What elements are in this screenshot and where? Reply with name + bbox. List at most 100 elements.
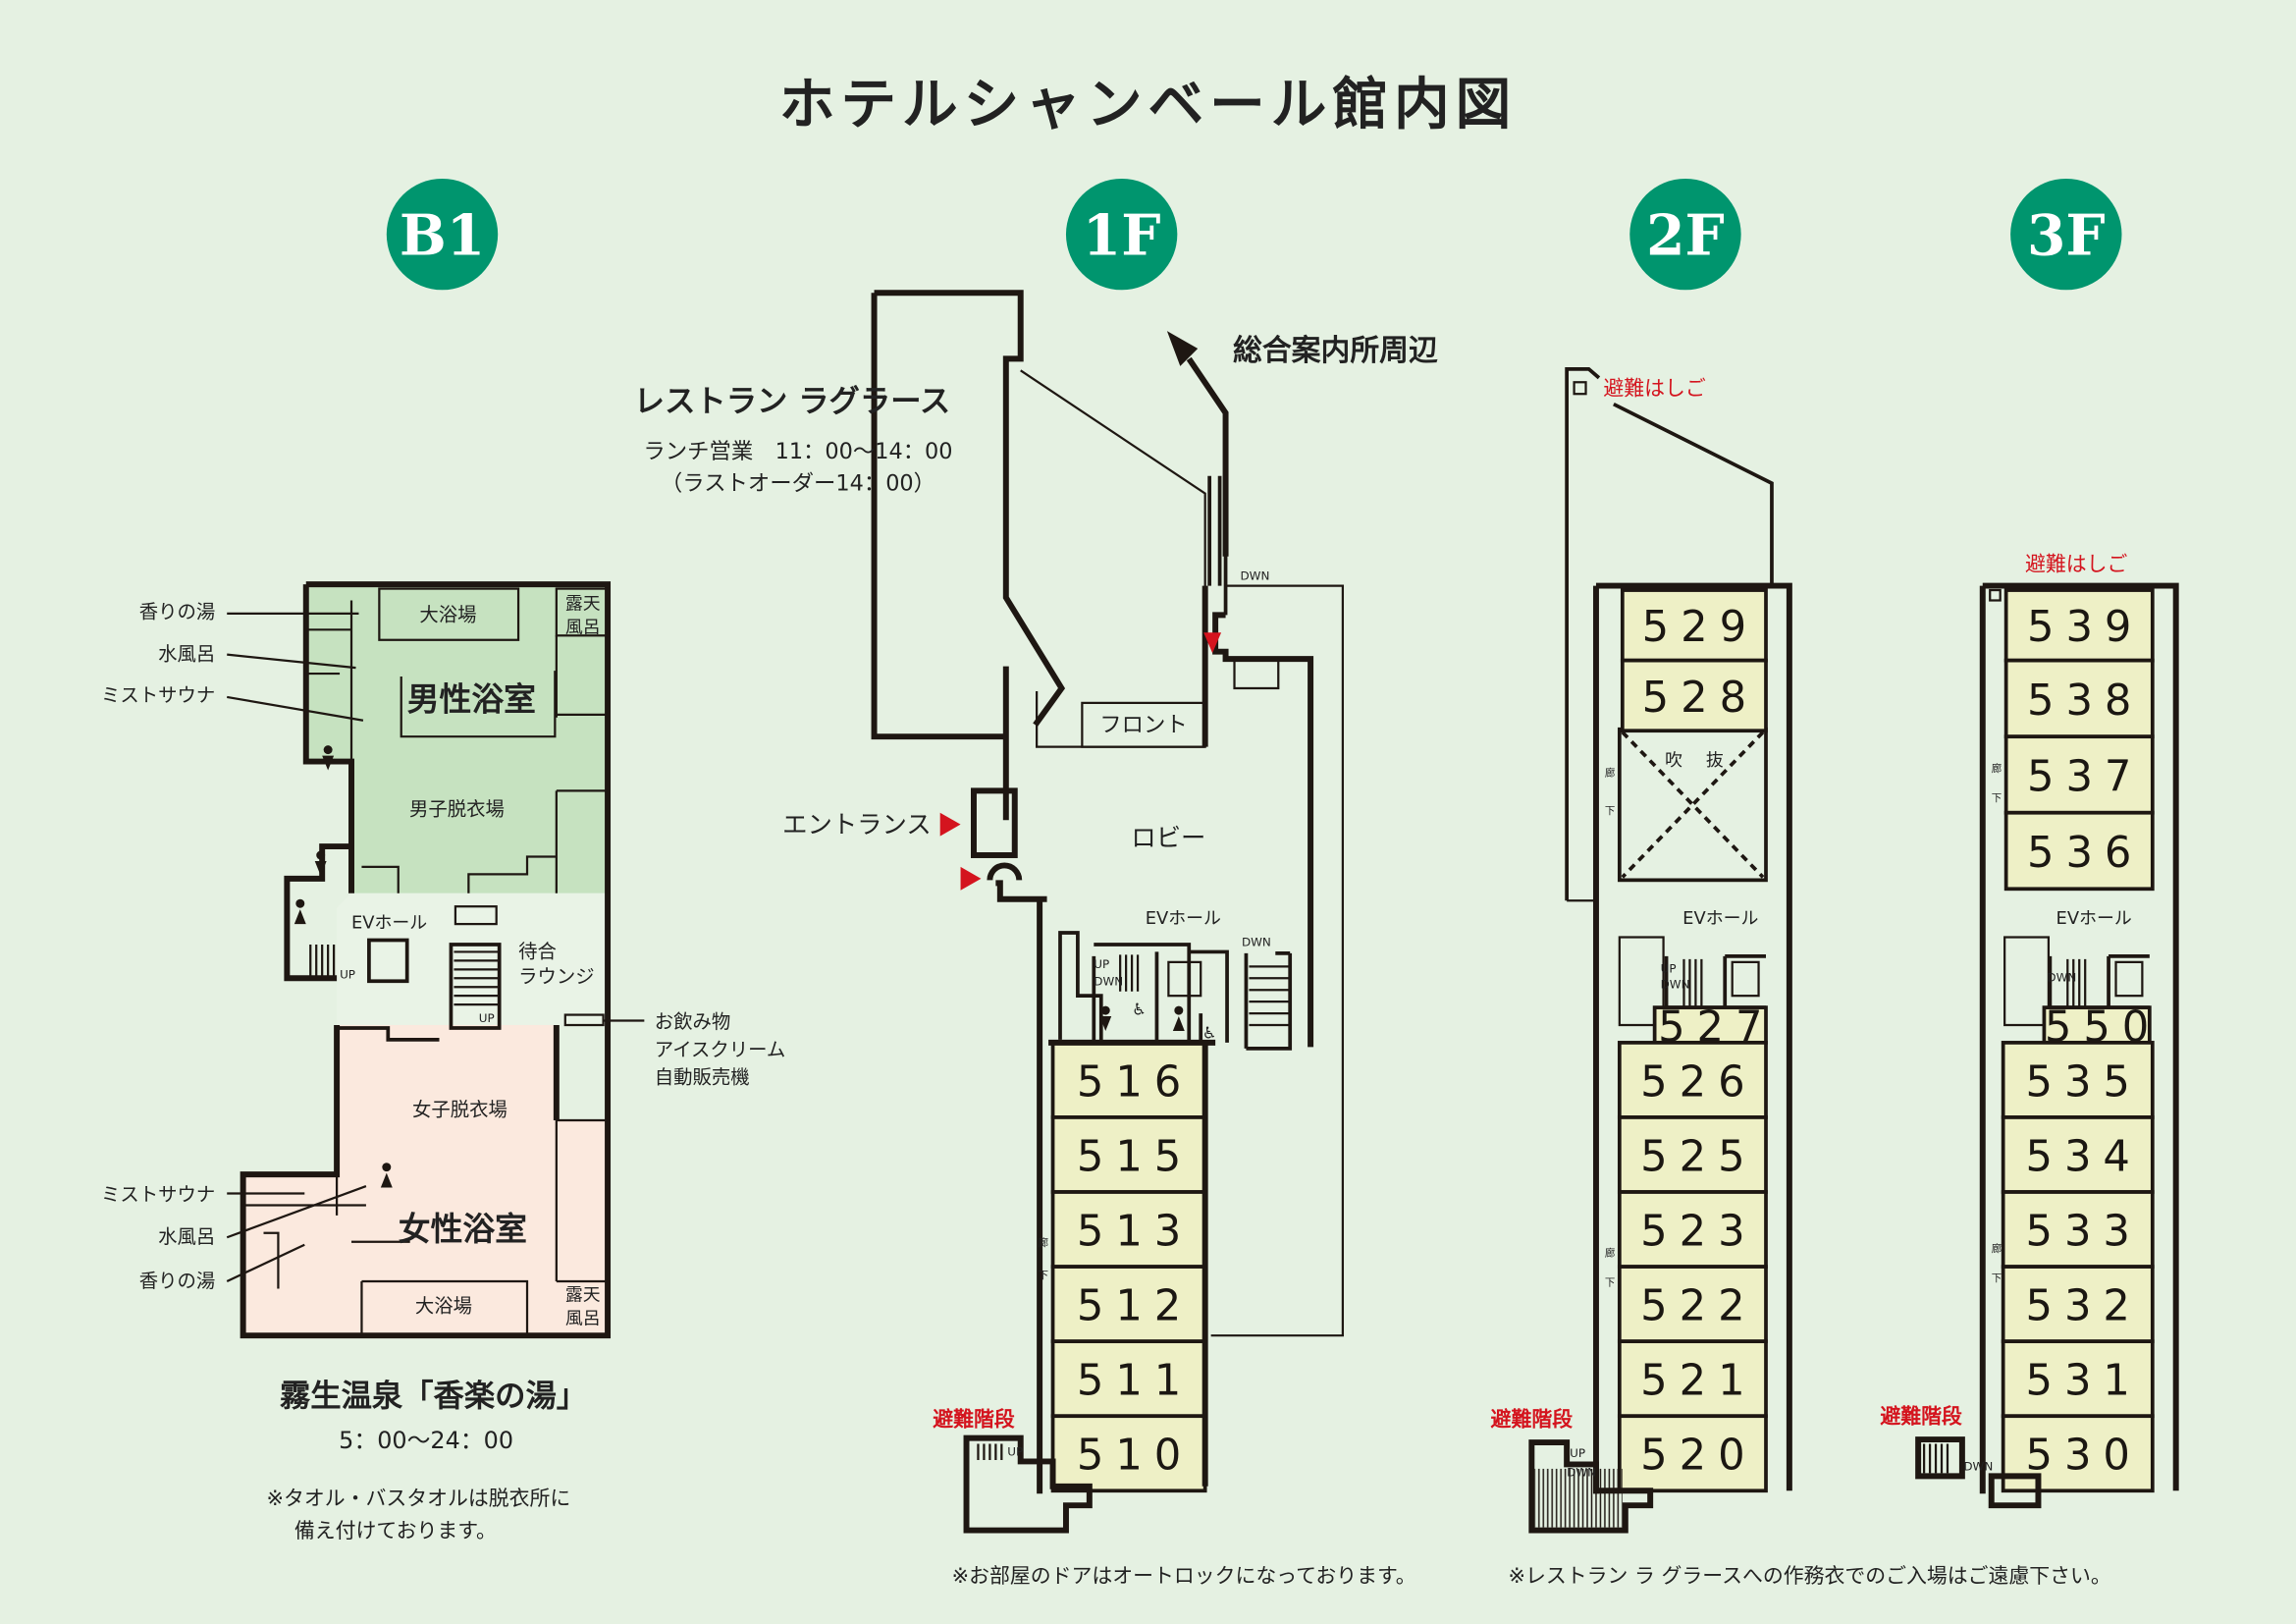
guest-room[interactable]: 523 <box>1617 1190 1768 1269</box>
room-number: 534 <box>2026 1132 2142 1181</box>
room-box <box>1617 1041 1768 1119</box>
entrance-arrow-icon <box>939 812 961 837</box>
guest-room[interactable]: 516 <box>1050 1041 1207 1119</box>
evacuation-stairs-label: 避難階段 <box>933 1408 1015 1432</box>
guest-room[interactable]: 512 <box>1050 1265 1207 1344</box>
room-box <box>1050 1115 1207 1194</box>
stairs-down-label: DWN <box>1963 1459 1993 1473</box>
female-changing-room-label: 女子脱衣場 <box>412 1098 507 1120</box>
guest-room[interactable]: 532 <box>2001 1265 2155 1344</box>
room-box <box>1617 1414 1768 1493</box>
female-bath-area[interactable] <box>242 1025 609 1336</box>
guest-room[interactable]: 534 <box>2001 1115 2155 1194</box>
stairs-up-label: UP <box>1570 1446 1585 1460</box>
room-number: 522 <box>1640 1282 1756 1331</box>
male-large-bath-label: 大浴場 <box>419 603 476 625</box>
guest-room[interactable]: 539 <box>2003 588 2155 663</box>
corridor-label: 廊 <box>1605 1247 1615 1260</box>
guest-room[interactable]: 526 <box>1617 1041 1768 1119</box>
male-outdoor-bath-label: 風呂 <box>565 617 601 637</box>
floor-b1-plan: 大浴場 露天 風呂 男性浴室 男子脱衣場 UP UP EVホール 待合 ラウンジ… <box>101 581 786 1543</box>
guest-room[interactable]: 538 <box>2003 658 2155 739</box>
male-bath-area[interactable] <box>305 584 609 893</box>
floor-1f-plan: フロント レストラン ラグラース ランチ営業 11：00〜14：00 （ラストオ… <box>634 290 1438 1534</box>
badge-3f[interactable]: 3F <box>2010 178 2122 291</box>
room-number: 523 <box>1640 1207 1756 1256</box>
towel-note: ※タオル・バスタオルは脱衣所に <box>266 1487 570 1510</box>
guest-room[interactable]: 531 <box>2001 1339 2155 1419</box>
guest-room[interactable]: 536 <box>2003 810 2155 892</box>
ev-hall-label: EVホール <box>351 913 427 934</box>
restaurant-last-order: （ラストオーダー14：00） <box>661 471 935 497</box>
vending-label: アイスクリーム <box>655 1038 786 1060</box>
guest-room[interactable]: 521 <box>1617 1339 1768 1419</box>
room-box <box>1652 1005 1768 1045</box>
guest-room[interactable]: 530 <box>2001 1414 2155 1493</box>
footer-note-autolock: ※お部屋のドアはオートロックになっております。 <box>952 1564 1416 1588</box>
side-label-aroma-bath: 香りの湯 <box>139 1270 216 1292</box>
room-number: 515 <box>1077 1132 1193 1181</box>
corridor-label: 下 <box>1992 1272 2002 1284</box>
room-box <box>2001 1115 2155 1194</box>
stairs-up-label: UP <box>1094 957 1109 971</box>
badge-label: 2F <box>1646 204 1725 269</box>
badge-circle <box>1629 178 1741 291</box>
room-number: 531 <box>2026 1357 2142 1406</box>
room-number: 536 <box>2027 829 2143 878</box>
ev-hall-area[interactable] <box>337 893 609 1026</box>
info-center-direction-label[interactable]: 総合案内所周辺 <box>1233 334 1438 368</box>
atrium-label: 抜 <box>1706 750 1724 771</box>
female-large-bath-label: 大浴場 <box>415 1294 472 1317</box>
room-box <box>2003 734 2155 815</box>
badge-circle <box>386 178 499 291</box>
room-number: 530 <box>2026 1432 2142 1481</box>
side-label-cold-bath: 水風呂 <box>158 1225 215 1248</box>
guest-room[interactable]: 522 <box>1617 1265 1768 1344</box>
room-number: 512 <box>1077 1282 1193 1331</box>
room-box <box>2001 1265 2155 1344</box>
room-number: 511 <box>1077 1357 1193 1406</box>
guest-room[interactable]: 537 <box>2003 734 2155 815</box>
guest-room[interactable]: 529 <box>1620 588 1768 663</box>
guest-room[interactable]: 510 <box>1050 1414 1207 1493</box>
evacuation-stairs-label: 避難階段 <box>1491 1408 1574 1432</box>
room-box <box>2003 810 2155 892</box>
ev-hall-label: EVホール <box>1146 908 1221 929</box>
female-bath-label: 女性浴室 <box>399 1211 527 1248</box>
stairs-down-label: DWN <box>1661 978 1690 992</box>
guest-room[interactable]: 520 <box>1617 1414 1768 1493</box>
badge-circle <box>2010 178 2122 291</box>
guest-room[interactable]: 513 <box>1050 1190 1207 1269</box>
guest-room[interactable]: 533 <box>2001 1190 2155 1269</box>
guest-room[interactable]: 525 <box>1617 1115 1768 1194</box>
guest-room[interactable]: 515 <box>1050 1115 1207 1194</box>
stairs-down-label: DWN <box>2047 970 2076 984</box>
male-outdoor-bath-label: 露天 <box>565 593 601 614</box>
guest-room[interactable]: 528 <box>1620 658 1768 733</box>
guest-room[interactable]: 535 <box>2001 1041 2155 1119</box>
restaurant-lunch-hours: ランチ営業 11：00〜14：00 <box>643 439 952 464</box>
room-number: 539 <box>2027 603 2143 652</box>
entrance-marker-icon <box>1203 632 1222 654</box>
room-box <box>1050 1414 1207 1493</box>
room-number: 525 <box>1640 1132 1756 1181</box>
corridor-label: 廊 <box>1605 766 1615 779</box>
badge-1f[interactable]: 1F <box>1065 178 1178 291</box>
arrow-head-icon <box>1166 331 1199 366</box>
guest-room[interactable]: 511 <box>1050 1339 1207 1419</box>
room-number: 538 <box>2027 677 2143 726</box>
room-number: 537 <box>2027 752 2143 801</box>
room-number: 528 <box>1642 674 1758 723</box>
entrance-label[interactable]: エントランス <box>782 810 932 839</box>
badge-2f[interactable]: 2F <box>1629 178 1741 291</box>
badge-label: 1F <box>1083 204 1161 269</box>
male-restroom-icon <box>1099 1005 1112 1031</box>
corridor-label: 廊 <box>1992 762 2002 775</box>
room-box <box>2003 658 2155 739</box>
room-number: 535 <box>2026 1057 2142 1107</box>
badge-b1[interactable]: B1 <box>386 178 499 291</box>
side-label-mist-sauna: ミストサウナ <box>101 683 215 706</box>
corridor-label: 下 <box>1992 792 2002 804</box>
